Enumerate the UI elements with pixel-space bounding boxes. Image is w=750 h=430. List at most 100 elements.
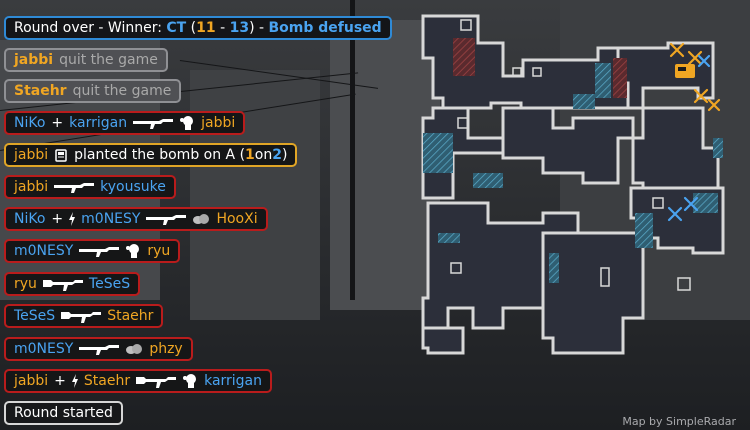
- score-close: ) -: [249, 20, 269, 36]
- assist-plus: +: [54, 373, 66, 389]
- feed-round-started: Round started: [4, 401, 123, 425]
- killer-name: m0NESY: [14, 341, 74, 357]
- quit-text: quit the game: [72, 83, 172, 99]
- map-crate: [457, 117, 469, 129]
- quit-text: quit the game: [59, 52, 158, 68]
- killer-name: NiKo: [14, 211, 46, 227]
- killer-name: jabbi: [14, 179, 49, 195]
- feed-kill: NiKo + m0NESY HooXi: [4, 207, 268, 231]
- headshot-icon: [180, 116, 194, 130]
- map-zone: [693, 193, 718, 213]
- plant-num1: 1: [245, 147, 255, 163]
- map-zone: [635, 213, 653, 248]
- rifle-icon: [146, 215, 187, 225]
- assister-name: karrigan: [69, 115, 128, 131]
- map-long-area: [616, 41, 715, 110]
- player-name: jabbi: [14, 52, 54, 68]
- map-upper-mid-area: [501, 106, 635, 185]
- feed-kill: ryu TeSeS: [4, 272, 141, 296]
- plant-num2: 2: [272, 147, 282, 163]
- victim-name: jabbi: [201, 115, 236, 131]
- map-zone: [573, 94, 595, 109]
- bomb-marker-inner: [678, 67, 686, 71]
- score-ct: 13: [229, 20, 250, 36]
- map-zone: [713, 138, 723, 158]
- radar-map: [421, 14, 725, 355]
- map-zone: [473, 173, 503, 188]
- killer-name: TeSeS: [14, 308, 56, 324]
- killer-name: ryu: [14, 276, 37, 292]
- rifle-icon: [79, 345, 120, 355]
- planter-name: jabbi: [14, 147, 49, 163]
- ak47-icon: [136, 377, 177, 388]
- ct-death-marker: [683, 196, 699, 212]
- round-over-prefix: Round over - Winner:: [14, 20, 167, 36]
- score-t: 11: [196, 20, 216, 36]
- winner-team: CT: [166, 20, 187, 36]
- map-crate: [450, 262, 462, 274]
- map-zone-red: [613, 58, 627, 98]
- feed-quit-staehr: Staehr quit the game: [4, 79, 182, 103]
- killer-name: jabbi: [14, 373, 49, 389]
- map-credit: Map by SimpleRadar: [622, 415, 736, 428]
- assist-plus: +: [51, 115, 64, 131]
- t-death-marker: [707, 98, 721, 112]
- smoke-icon: [126, 344, 143, 354]
- plant-on: on: [254, 147, 273, 163]
- victim-name: Staehr: [107, 308, 154, 324]
- rifle-icon: [79, 247, 120, 257]
- victim-name: ryu: [147, 243, 171, 259]
- map-zone-red: [453, 38, 475, 76]
- ct-death-marker: [667, 206, 683, 222]
- bomb-icon: [55, 149, 67, 162]
- map-zone: [423, 133, 453, 173]
- victim-name: kyousuke: [100, 179, 166, 195]
- score-open: (: [186, 20, 197, 36]
- map-zone: [438, 233, 460, 243]
- ak47-icon: [42, 280, 83, 291]
- map-zone: [595, 63, 611, 98]
- map-zone: [549, 253, 559, 283]
- feed-kill: m0NESY phzy: [4, 337, 193, 361]
- headshot-icon: [126, 244, 140, 258]
- feed-kill: NiKo + karrigan jabbi: [4, 111, 246, 135]
- map-crate: [532, 67, 542, 77]
- feed-round-over: Round over - Winner: CT ( 11 - 13 ) - Bo…: [4, 16, 392, 40]
- victim-name: phzy: [149, 341, 183, 357]
- feed-bomb-plant: jabbi planted the bomb on A ( 1 on 2 ): [4, 143, 298, 167]
- feed-kill: TeSeS Staehr: [4, 304, 164, 328]
- t-death-marker: [669, 42, 685, 58]
- feed-kill: m0NESY ryu: [4, 239, 181, 263]
- plant-text: planted the bomb on A (: [74, 147, 246, 163]
- feed-kill: jabbi kyousuke: [4, 175, 176, 199]
- flash-assist-icon: [69, 212, 76, 226]
- player-name: Staehr: [14, 83, 67, 99]
- ak47-icon: [61, 312, 102, 323]
- flash-assist-icon: [71, 374, 78, 388]
- map-crate: [600, 267, 610, 287]
- assister-name: Staehr: [83, 373, 131, 389]
- feed-kill: jabbi + Staehr karrigan: [4, 369, 273, 393]
- victim-name: HooXi: [216, 211, 258, 227]
- map-crate: [677, 277, 691, 291]
- map-bottom-left-area: [421, 326, 465, 355]
- t-death-marker: [687, 50, 703, 66]
- score-sep: -: [215, 20, 230, 36]
- assister-name: m0NESY: [81, 211, 141, 227]
- map-crate: [652, 197, 664, 209]
- ct-death-marker: [697, 54, 711, 68]
- map-crate: [460, 19, 472, 31]
- map-crate: [512, 67, 522, 77]
- victim-name: TeSeS: [88, 276, 131, 292]
- killer-name: m0NESY: [14, 243, 74, 259]
- t-death-marker: [693, 88, 709, 104]
- plant-close: ): [282, 147, 288, 163]
- feed-quit-jabbi: jabbi quit the game: [4, 48, 168, 72]
- smoke-icon: [193, 214, 210, 224]
- killer-name: NiKo: [14, 115, 46, 131]
- rifle-icon: [133, 119, 174, 129]
- round-result: Bomb defused: [268, 20, 382, 36]
- headshot-icon: [183, 374, 197, 388]
- rifle-icon: [54, 183, 95, 193]
- assist-plus: +: [51, 211, 64, 227]
